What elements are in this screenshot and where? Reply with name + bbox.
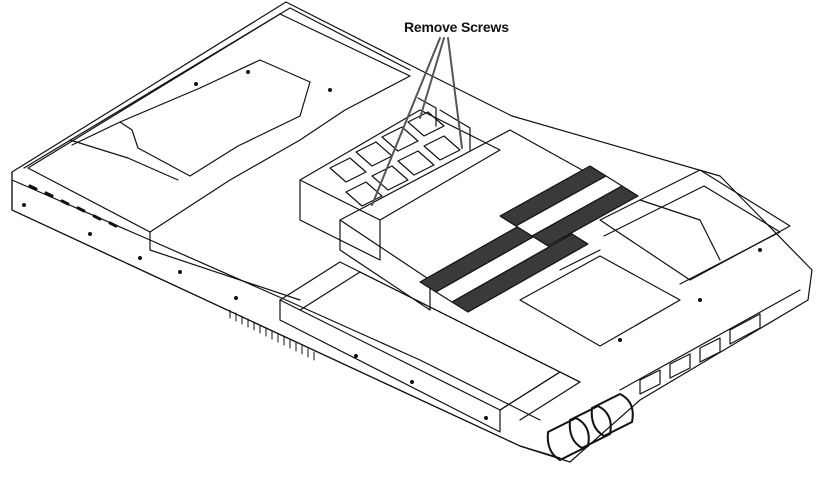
fan-assembly — [299, 97, 501, 261]
screw-holes — [22, 70, 762, 420]
top-cover-panel — [27, 13, 411, 301]
psu-handles — [546, 393, 634, 461]
power-supply-bays — [279, 261, 581, 433]
rear-io-panel — [619, 289, 801, 395]
side-vents — [229, 309, 315, 361]
chassis-outline — [11, 1, 813, 463]
callout-label-remove-screws: Remove Screws — [404, 19, 509, 35]
callout-leader-lines — [371, 37, 463, 206]
motherboard-components — [519, 169, 791, 347]
memory-modules — [419, 165, 639, 313]
front-vents — [28, 184, 118, 228]
